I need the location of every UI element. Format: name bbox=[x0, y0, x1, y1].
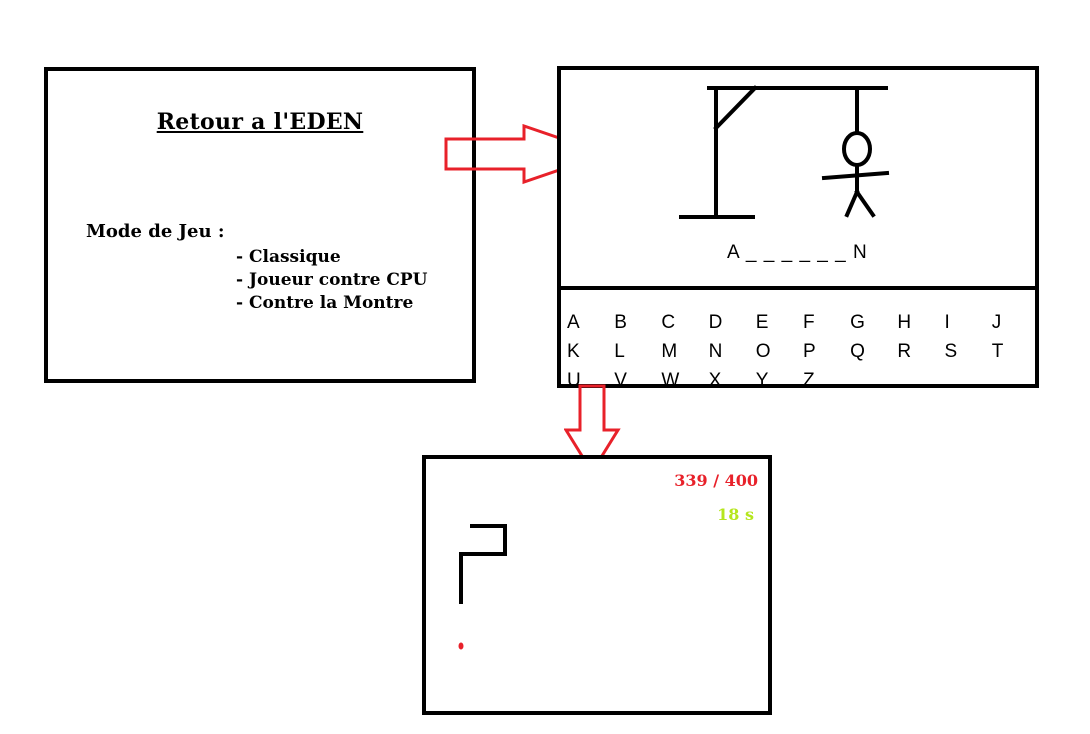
countdown-timer: 18 s bbox=[717, 505, 754, 524]
letter-key-z[interactable]: Z bbox=[802, 370, 815, 391]
letter-key-l[interactable]: L bbox=[614, 341, 625, 362]
letter-key-c[interactable]: C bbox=[661, 312, 676, 333]
letter-key-w[interactable]: W bbox=[661, 370, 680, 391]
letter-key-f[interactable]: F bbox=[802, 312, 815, 333]
letter-key-p[interactable]: P bbox=[802, 341, 816, 362]
timed-mode-screen: 339 / 400 18 s bbox=[422, 455, 772, 715]
snake-body bbox=[459, 524, 507, 604]
game-mode-list: - Classique - Joueur contre CPU - Contre… bbox=[236, 246, 428, 315]
letter-keyboard: A B C D E F G H I J K L M N O P Q R S T U V W X Y Z bbox=[567, 308, 1039, 395]
hangman-screen: A _ _ _ _ _ _ N A B C D E F G H I J K L M N O P Q R S T U V W X… bbox=[557, 66, 1039, 391]
stickman-left-leg bbox=[844, 189, 860, 218]
letter-key-m[interactable]: M bbox=[661, 341, 678, 362]
letter-key-d[interactable]: D bbox=[708, 312, 723, 333]
snake-game-area bbox=[458, 524, 507, 650]
letter-key-q[interactable]: Q bbox=[850, 341, 865, 362]
letter-key-g[interactable]: G bbox=[850, 312, 865, 333]
letter-key-s[interactable]: S bbox=[944, 341, 958, 362]
mode-classique[interactable]: - Classique bbox=[236, 247, 341, 267]
hangman-drawing bbox=[679, 85, 890, 219]
mode-contre-la-montre[interactable]: - Contre la Montre bbox=[236, 293, 414, 313]
letter-key-a[interactable]: A bbox=[567, 312, 580, 333]
stickman-arms bbox=[821, 170, 890, 181]
letter-key-i[interactable]: I bbox=[944, 312, 950, 333]
letter-key-h[interactable]: H bbox=[897, 312, 912, 333]
letter-key-u[interactable]: U bbox=[567, 370, 581, 391]
gallows-brace bbox=[713, 85, 758, 131]
menu-title: Retour a l'EDEN bbox=[156, 109, 364, 135]
letter-key-n[interactable]: N bbox=[708, 341, 723, 362]
letter-key-o[interactable]: O bbox=[755, 341, 771, 362]
down-arrow-icon bbox=[564, 384, 621, 475]
stickman-right-leg bbox=[854, 189, 876, 218]
letter-key-b[interactable]: B bbox=[614, 312, 627, 333]
mode-joueur-contre-cpu[interactable]: - Joueur contre CPU bbox=[236, 270, 428, 290]
letter-key-y[interactable]: Y bbox=[755, 370, 769, 391]
menu-screen: Retour a l'EDEN Mode de Jeu : - Classiqu… bbox=[44, 67, 476, 383]
hangman-divider bbox=[561, 286, 1035, 290]
letter-key-e[interactable]: E bbox=[755, 312, 769, 333]
letter-key-t[interactable]: T bbox=[991, 341, 1004, 362]
score-counter: 339 / 400 bbox=[674, 471, 758, 490]
letter-key-r[interactable]: R bbox=[897, 341, 912, 362]
hidden-word: A _ _ _ _ _ _ N bbox=[727, 242, 868, 263]
letter-key-j[interactable]: J bbox=[991, 312, 1002, 333]
letter-key-k[interactable]: K bbox=[567, 341, 580, 362]
letter-key-v[interactable]: V bbox=[614, 370, 627, 391]
stickman-head bbox=[842, 131, 872, 167]
food-dot bbox=[458, 642, 464, 650]
game-mode-label: Mode de Jeu : bbox=[86, 221, 225, 242]
letter-key-x[interactable]: X bbox=[708, 370, 722, 391]
